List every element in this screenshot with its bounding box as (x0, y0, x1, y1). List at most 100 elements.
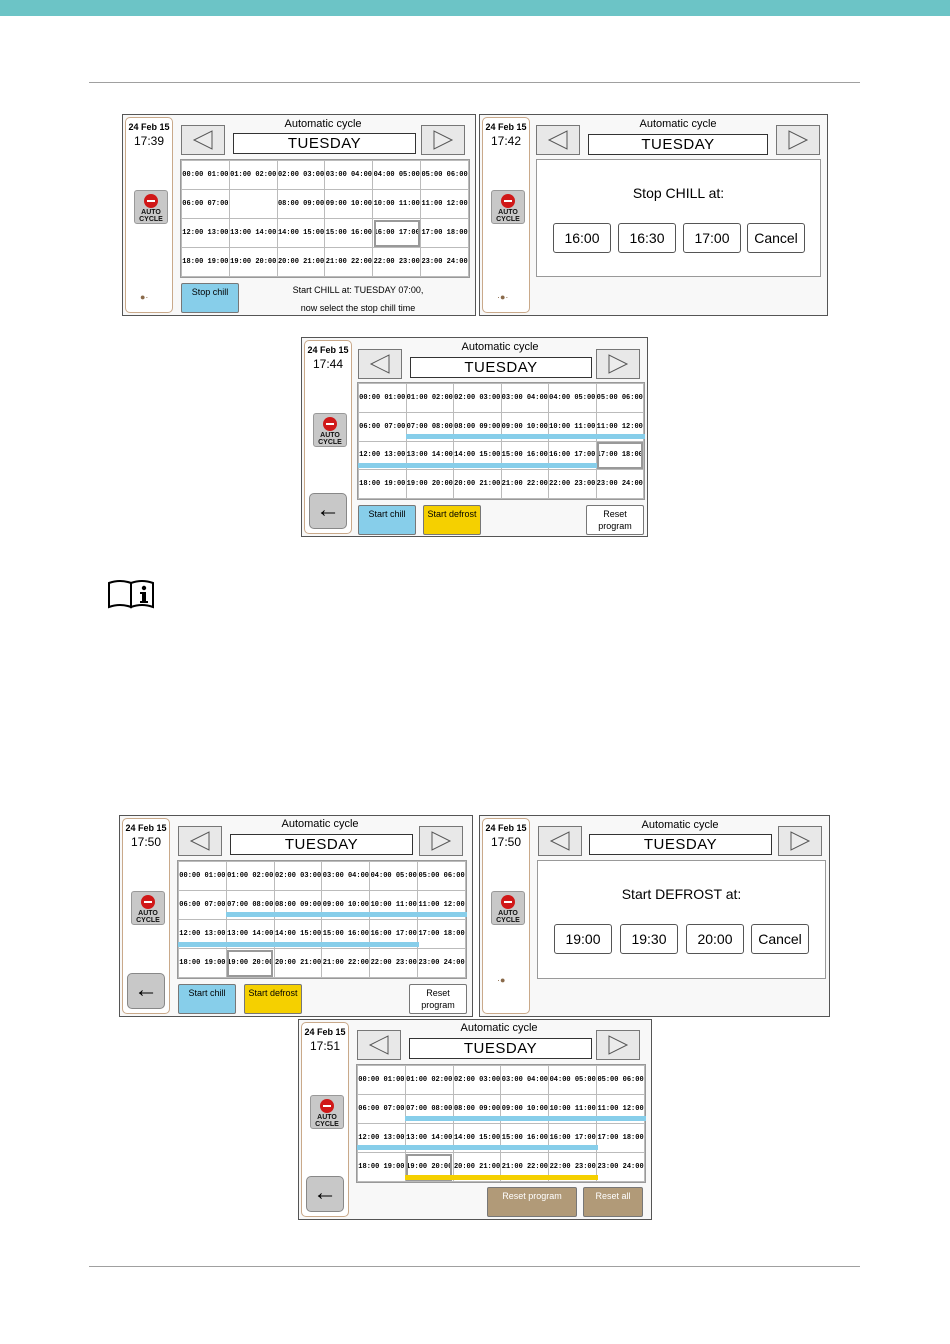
slot-14-15[interactable]: 14:00 15:00 (276, 218, 326, 248)
next-day-button[interactable] (776, 125, 820, 155)
slot-12-13[interactable]: 12:00 13:00 (181, 218, 230, 248)
next-day-button[interactable] (596, 349, 640, 379)
slot-03-04[interactable]: 03:00 04:00 (500, 383, 549, 413)
slot-06-07[interactable]: 06:00 07:00 (178, 890, 227, 920)
prev-day-button[interactable] (358, 349, 402, 379)
slot-21-22[interactable]: 21:00 22:00 (321, 948, 371, 978)
prev-day-button[interactable] (536, 125, 580, 155)
cancel-button[interactable]: Cancel (747, 223, 805, 253)
prev-day-button[interactable] (181, 125, 225, 155)
slot-00-01[interactable]: 00:00 01:00 (181, 160, 230, 190)
start-chill-button[interactable]: Start chill (178, 984, 236, 1014)
slot-23-24[interactable]: 23:00 24:00 (417, 948, 466, 978)
back-arrow-button[interactable]: ← (306, 1176, 344, 1212)
auto-cycle-button[interactable]: AUTO CYCLE (313, 413, 347, 447)
slot-22-23[interactable]: 22:00 23:00 (369, 948, 419, 978)
auto-cycle-button[interactable]: AUTO CYCLE (134, 190, 168, 224)
stop-chill-button[interactable]: Stop chill (181, 283, 239, 313)
auto-cycle-button[interactable]: AUTO CYCLE (310, 1095, 344, 1129)
slot-02-03[interactable]: 02:00 03:00 (276, 160, 326, 190)
slot-02-03[interactable]: 02:00 03:00 (273, 861, 323, 891)
slot-06-07[interactable]: 06:00 07:00 (357, 1094, 406, 1124)
slot-02-03[interactable]: 02:00 03:00 (453, 383, 502, 413)
slot-09-10[interactable]: 09:00 10:00 (324, 189, 374, 219)
start-chill-button[interactable]: Start chill (358, 505, 416, 535)
cancel-button[interactable]: Cancel (751, 924, 809, 954)
auto-cycle-button[interactable]: AUTO CYCLE (491, 891, 525, 925)
slot-23-24[interactable]: 23:00 24:00 (595, 469, 644, 499)
slot-20-21[interactable]: 20:00 21:00 (453, 469, 502, 499)
time-option-3[interactable]: 20:00 (686, 924, 744, 954)
reset-all-button[interactable]: Reset all (583, 1187, 643, 1217)
slot-06-07[interactable]: 06:00 07:00 (181, 189, 230, 219)
slot-21-22[interactable]: 21:00 22:00 (500, 469, 549, 499)
slot-03-04[interactable]: 03:00 04:00 (324, 160, 374, 190)
slot-16-17-selected[interactable]: 16:00 17:00 (372, 218, 422, 248)
slot-18-19[interactable]: 18:00 19:00 (357, 1152, 406, 1182)
slot-01-02[interactable]: 01:00 02:00 (404, 1065, 454, 1095)
time-option-3[interactable]: 17:00 (683, 223, 741, 253)
start-defrost-button[interactable]: Start defrost (423, 505, 481, 535)
slot-17-18[interactable]: 17:00 18:00 (417, 919, 466, 949)
slot-05-06[interactable]: 05:00 06:00 (420, 160, 469, 190)
slot-03-04[interactable]: 03:00 04:00 (500, 1065, 550, 1095)
slot-00-01[interactable]: 00:00 01:00 (178, 861, 227, 891)
slot-18-19[interactable]: 18:00 19:00 (181, 247, 230, 277)
prev-day-button[interactable] (357, 1030, 401, 1060)
slot-02-03[interactable]: 02:00 03:00 (452, 1065, 502, 1095)
slot-22-23[interactable]: 22:00 23:00 (372, 247, 422, 277)
slot-00-01[interactable]: 00:00 01:00 (358, 383, 407, 413)
back-arrow-button[interactable]: ← (309, 493, 347, 529)
slot-18-19[interactable]: 18:00 19:00 (358, 469, 407, 499)
next-day-button[interactable] (778, 826, 822, 856)
slot-15-16[interactable]: 15:00 16:00 (324, 218, 374, 248)
slot-04-05[interactable]: 04:00 05:00 (372, 160, 422, 190)
reset-program-button[interactable]: Reset program (586, 505, 644, 535)
reset-program-button[interactable]: Reset program (487, 1187, 577, 1217)
slot-19-20[interactable]: 19:00 20:00 (405, 469, 454, 499)
slot-22-23[interactable]: 22:00 23:00 (548, 469, 597, 499)
time-option-2[interactable]: 19:30 (620, 924, 678, 954)
next-day-button[interactable] (419, 826, 463, 856)
prev-day-button[interactable] (178, 826, 222, 856)
slot-17-18[interactable]: 17:00 18:00 (420, 218, 469, 248)
slot-07-08[interactable] (228, 189, 278, 219)
time-option-1[interactable]: 19:00 (554, 924, 612, 954)
slot-01-02[interactable]: 01:00 02:00 (225, 861, 275, 891)
slot-04-05[interactable]: 04:00 05:00 (369, 861, 419, 891)
slot-01-02[interactable]: 01:00 02:00 (405, 383, 454, 413)
time-option-2[interactable]: 16:30 (618, 223, 676, 253)
slot-06-07[interactable]: 06:00 07:00 (358, 411, 407, 442)
slot-19-20[interactable]: 19:00 20:00 (228, 247, 278, 277)
auto-cycle-button[interactable]: AUTO CYCLE (491, 190, 525, 224)
slot-05-06[interactable]: 05:00 06:00 (417, 861, 466, 891)
auto-cycle-button[interactable]: AUTO CYCLE (131, 891, 165, 925)
slot-08-09[interactable]: 08:00 09:00 (276, 189, 326, 219)
slot-23-24[interactable]: 23:00 24:00 (596, 1152, 645, 1182)
slot-20-21[interactable]: 20:00 21:00 (276, 247, 326, 277)
prev-day-button[interactable] (538, 826, 582, 856)
slot-00-01[interactable]: 00:00 01:00 (357, 1065, 406, 1095)
next-day-button[interactable] (596, 1030, 640, 1060)
slot-05-06[interactable]: 05:00 06:00 (596, 1065, 645, 1095)
slot-23-24[interactable]: 23:00 24:00 (420, 247, 469, 277)
slot-19-20-selected[interactable]: 19:00 20:00 (225, 948, 275, 978)
reset-program-button[interactable]: Reset program (409, 984, 467, 1014)
slot-05-06[interactable]: 05:00 06:00 (595, 383, 644, 413)
slot-13-14[interactable]: 13:00 14:00 (228, 218, 278, 248)
slot-17-18-selected[interactable]: 17:00 18:00 (595, 440, 644, 471)
slot-20-21[interactable]: 20:00 21:00 (273, 948, 323, 978)
slot-21-22[interactable]: 21:00 22:00 (324, 247, 374, 277)
start-defrost-button[interactable]: Start defrost (244, 984, 302, 1014)
slot-04-05[interactable]: 04:00 05:00 (548, 1065, 598, 1095)
slot-04-05[interactable]: 04:00 05:00 (548, 383, 597, 413)
next-day-button[interactable] (421, 125, 465, 155)
slot-03-04[interactable]: 03:00 04:00 (321, 861, 371, 891)
slot-01-02[interactable]: 01:00 02:00 (228, 160, 278, 190)
slot-10-11[interactable]: 10:00 11:00 (372, 189, 422, 219)
slot-11-12[interactable]: 11:00 12:00 (420, 189, 469, 219)
back-arrow-button[interactable]: ← (127, 973, 165, 1009)
time-option-1[interactable]: 16:00 (553, 223, 611, 253)
slot-18-19[interactable]: 18:00 19:00 (178, 948, 227, 978)
slot-17-18[interactable]: 17:00 18:00 (596, 1123, 645, 1153)
